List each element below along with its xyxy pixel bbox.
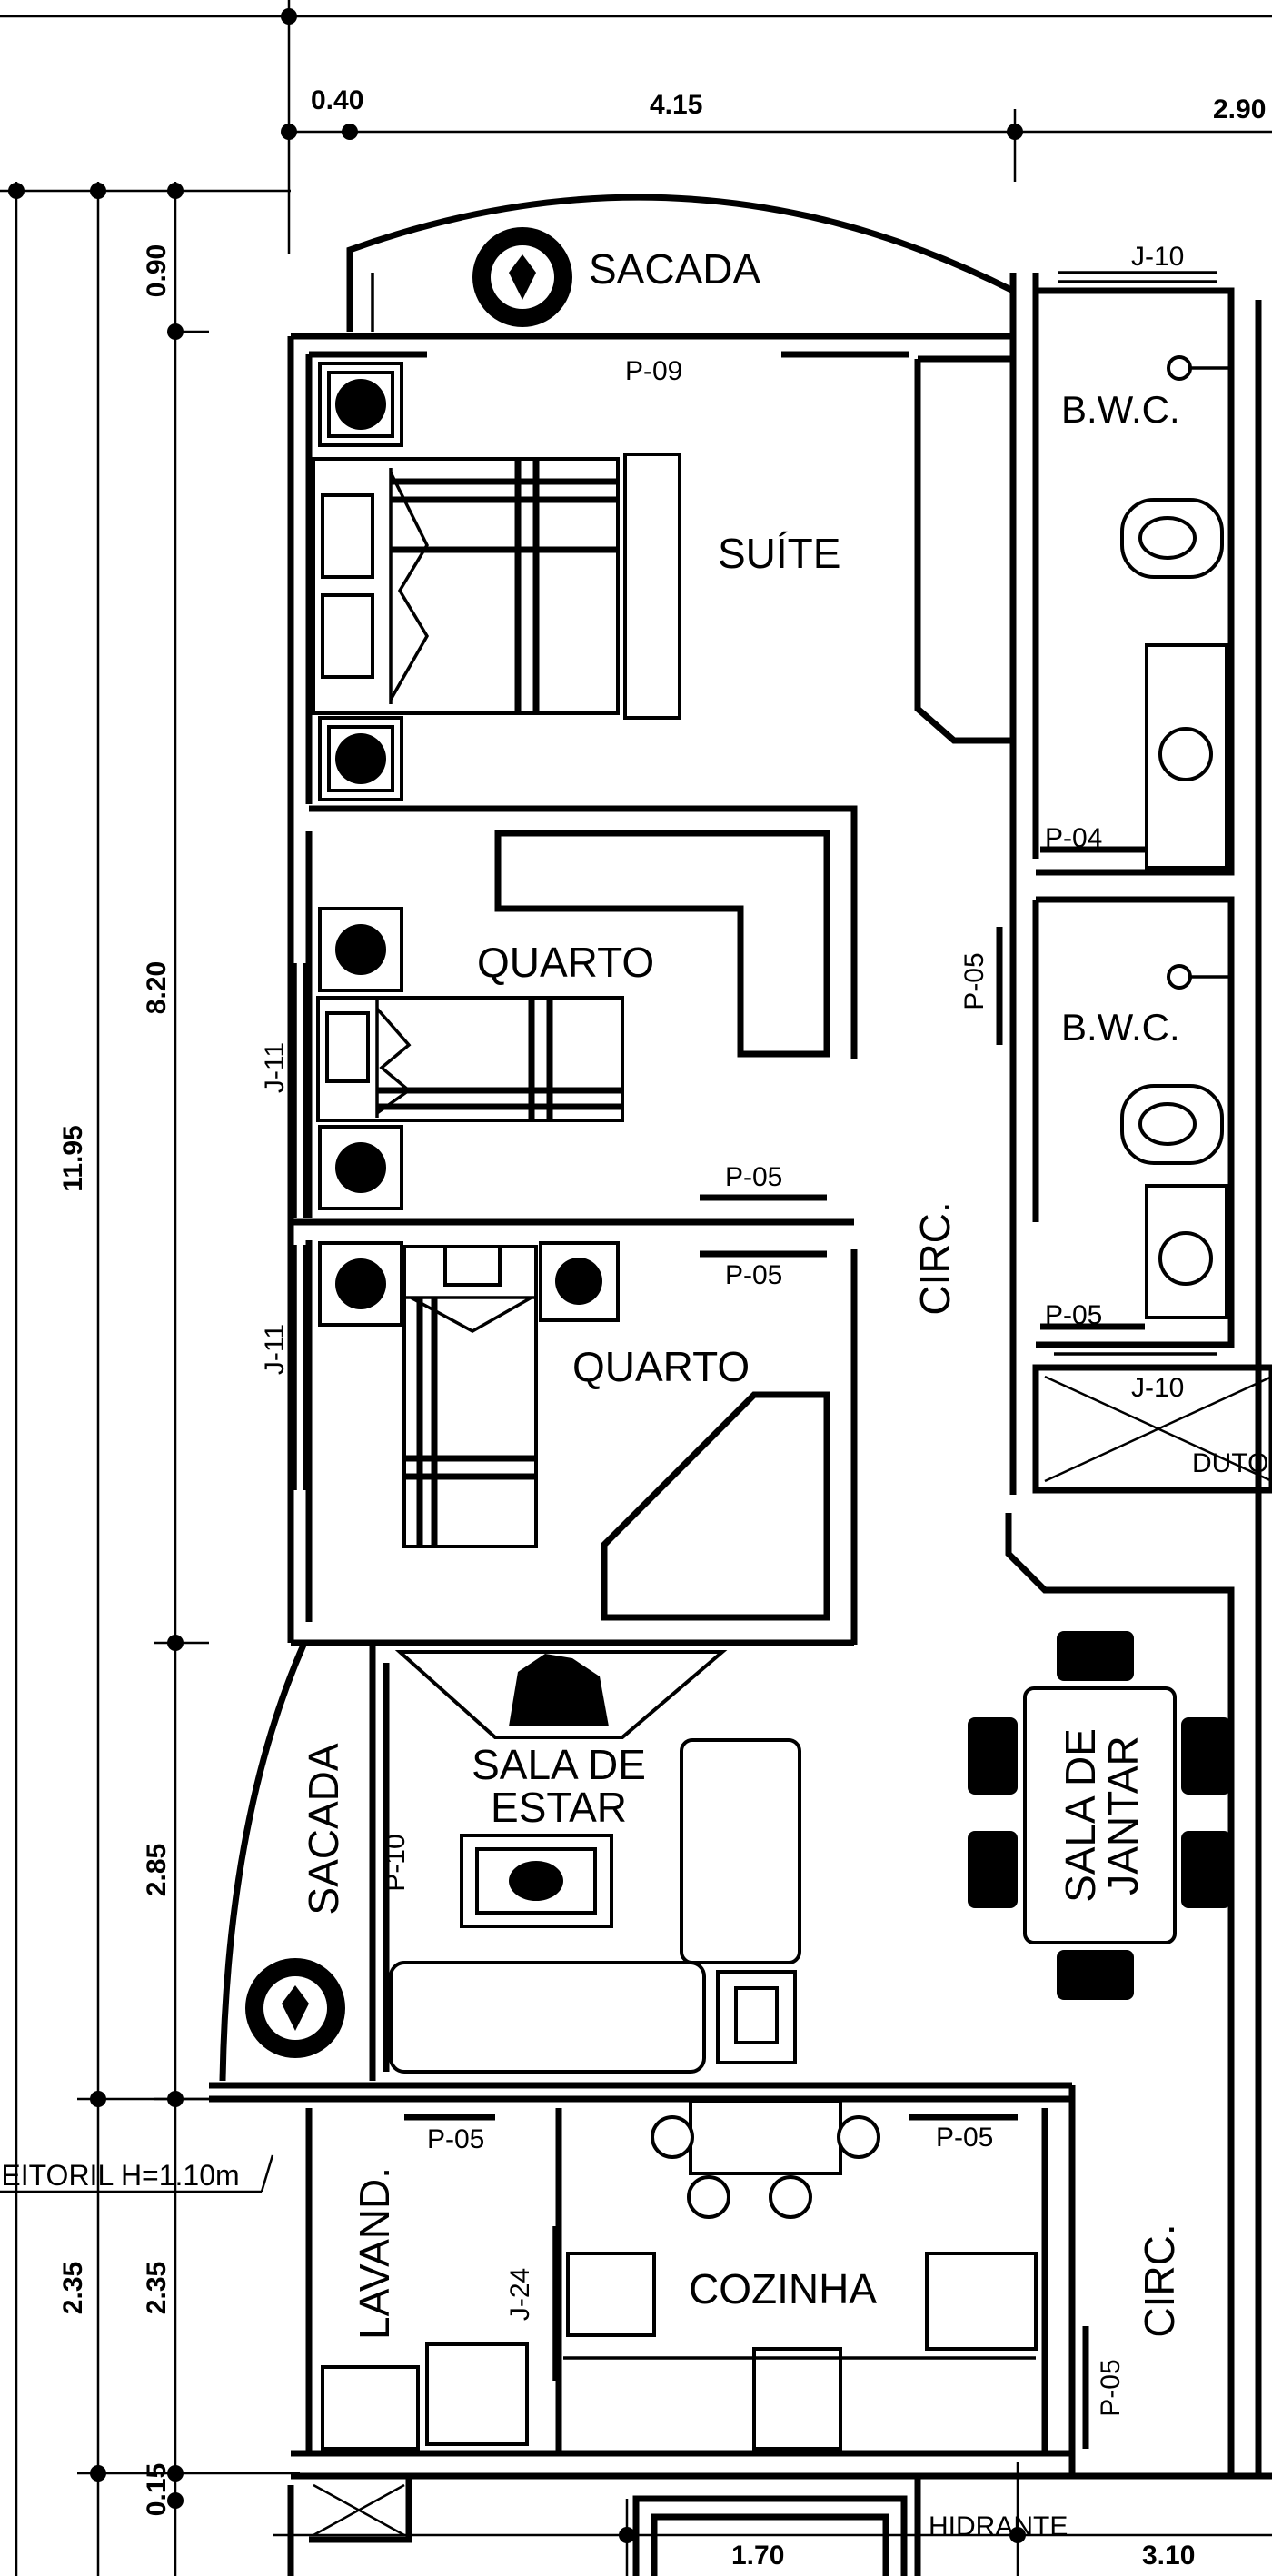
window-label-j10: J-10 bbox=[1131, 1373, 1184, 1403]
door-label-p09: P-09 bbox=[625, 356, 682, 386]
room-label-sala-estar: SALA DE bbox=[472, 1741, 646, 1788]
room-label-sala-jantar: JANTAR bbox=[1099, 1736, 1147, 1895]
room-label-sala-estar: ESTAR bbox=[491, 1784, 627, 1831]
dim-left-2-35-a: 2.35 bbox=[58, 2262, 88, 2314]
room-label-cozinha: COZINHA bbox=[689, 2265, 877, 2312]
dim-left-2-85: 2.85 bbox=[142, 1844, 172, 1896]
dim-top-0-40: 0.40 bbox=[311, 85, 363, 115]
door-label-p10: P-10 bbox=[381, 1834, 411, 1891]
room-label-sala-jantar: SALA DE bbox=[1057, 1728, 1104, 1903]
door-label-p05: P-05 bbox=[427, 2124, 484, 2154]
kitchen-fixtures bbox=[321, 2099, 1038, 2451]
room-label-circ: CIRC. bbox=[1136, 2223, 1183, 2337]
dim-left-2-35-b: 2.35 bbox=[142, 2262, 172, 2314]
room-label-circ: CIRC. bbox=[911, 1201, 959, 1315]
door-label-p05: P-05 bbox=[725, 1260, 782, 1290]
room-label-sacada: SACADA bbox=[589, 245, 760, 293]
room-label-suite: SUÍTE bbox=[718, 530, 840, 577]
room-label-duto: DUTO bbox=[1192, 1448, 1268, 1478]
suite-bed bbox=[312, 362, 681, 801]
quarto-2-bed bbox=[318, 1241, 620, 1548]
window-label-j11: J-11 bbox=[260, 1042, 290, 1093]
door-label-p04: P-04 bbox=[1045, 823, 1102, 853]
quarto-1-bed bbox=[316, 907, 624, 1210]
peitoril-note: PEITORIL H=1.10m bbox=[0, 2159, 240, 2192]
bwc-fixtures bbox=[1120, 355, 1231, 1319]
dim-left-8-20: 8.20 bbox=[142, 961, 172, 1014]
dim-top-4-15: 4.15 bbox=[650, 90, 702, 120]
dim-left-11-95: 11.95 bbox=[58, 1125, 88, 1191]
door-marks bbox=[293, 271, 1217, 2449]
fan-icon bbox=[245, 1958, 345, 2058]
door-label-p05: P-05 bbox=[936, 2123, 993, 2153]
room-label-quarto: QUARTO bbox=[572, 1343, 750, 1390]
dim-left-0-15: 0.15 bbox=[142, 2463, 172, 2516]
room-label-sacada: SACADA bbox=[300, 1743, 347, 1915]
window-label-j24: J-24 bbox=[505, 2268, 535, 2321]
dim-left-0-90: 0.90 bbox=[142, 244, 172, 297]
room-label-lavand: LAVAND. bbox=[351, 2167, 398, 2340]
room-label-hidrante: HIDRANTE bbox=[929, 2511, 1068, 2541]
room-label-quarto: QUARTO bbox=[477, 939, 654, 986]
room-label-bwc: B.W.C. bbox=[1061, 1006, 1180, 1049]
dim-bottom-3-10: 3.10 bbox=[1142, 2541, 1195, 2571]
dim-top-2-90: 2.90 bbox=[1213, 94, 1266, 124]
dimension-ticks bbox=[8, 8, 1026, 2543]
window-label-j11: J-11 bbox=[260, 1324, 290, 1375]
door-label-p05: P-05 bbox=[959, 952, 989, 1010]
dim-bottom-1-70: 1.70 bbox=[731, 2541, 784, 2571]
dining-table bbox=[968, 1631, 1231, 2000]
room-label-bwc: B.W.C. bbox=[1061, 388, 1180, 431]
living-furniture bbox=[389, 1650, 801, 2074]
window-label-j10: J-10 bbox=[1131, 242, 1184, 272]
top-balcony bbox=[346, 194, 1017, 332]
fan-icon bbox=[472, 227, 572, 327]
door-label-p05: P-05 bbox=[1096, 2359, 1126, 2416]
door-label-p05: P-05 bbox=[725, 1162, 782, 1192]
door-label-p05: P-05 bbox=[1045, 1300, 1102, 1330]
